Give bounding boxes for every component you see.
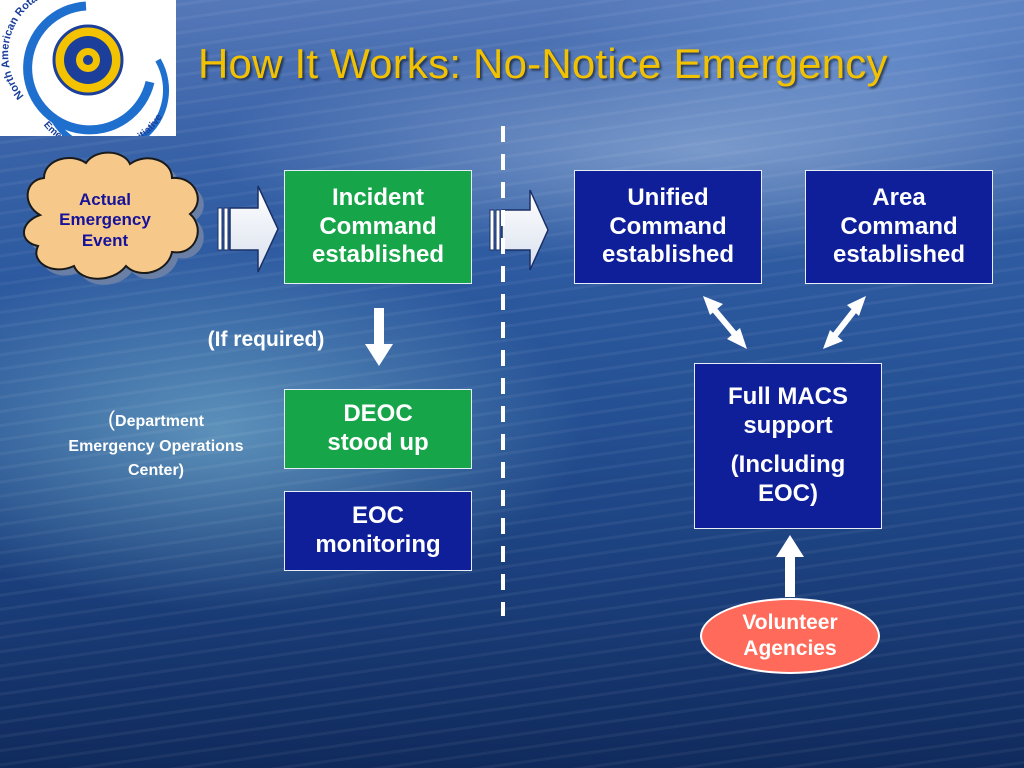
unified-line-3: established [601, 241, 735, 269]
incident-line-1: Incident [331, 183, 424, 211]
deoc-box: DEOC stood up [284, 389, 472, 469]
deoc-note: (Department Emergency Operations Center) [38, 405, 274, 482]
if-required-label: (If required) [207, 328, 325, 351]
deoc-line-1: DEOC [343, 400, 413, 428]
unified-line-1: Unified [627, 183, 709, 211]
eoc-line-1: EOC [351, 502, 404, 530]
eoc-monitoring-box: EOC monitoring [284, 491, 472, 571]
macs-line-4: EOC) [758, 479, 818, 507]
eoc-line-2: monitoring [315, 531, 441, 558]
deoc-note-line-1: Department [115, 413, 204, 430]
event-line-1: Actual [79, 190, 131, 209]
deoc-note-paren: ( [108, 408, 116, 431]
incident-line-3: established [311, 241, 445, 269]
incident-line-2: Command [319, 212, 437, 240]
macs-line-1: Full MACS [728, 383, 848, 411]
incident-command-box: Incident Command established [284, 170, 472, 284]
double-arrow-unified [703, 296, 747, 349]
unified-line-2: Command [609, 212, 727, 240]
slide-title: How It Works: No-Notice Emergency [198, 40, 888, 87]
area-line-3: established [832, 241, 966, 269]
volunteer-line-1: Volunteer [742, 610, 838, 634]
deoc-note-line-2: Emergency Operations [68, 438, 244, 456]
phase-divider [501, 126, 505, 616]
macs-line-3: (Including [730, 451, 846, 478]
deoc-note-line-3: Center) [127, 461, 184, 479]
event-line-2: Emergency [59, 210, 151, 230]
deoc-line-2: stood up [327, 429, 429, 456]
unified-command-box: Unified Command established [574, 170, 762, 284]
emergency-event-cloud [23, 151, 199, 280]
area-command-box: Area Command established [805, 170, 993, 284]
area-line-1: Area [872, 183, 926, 211]
volunteer-line-2: Agencies [743, 637, 837, 660]
macs-line-2: support [743, 412, 833, 440]
event-line-3: Event [81, 230, 129, 250]
up-arrow-volunteer [776, 535, 804, 597]
double-arrow-area [823, 296, 866, 349]
volunteer-agencies-oval: Volunteer Agencies [700, 598, 880, 674]
flow-arrow-1 [217, 185, 279, 273]
emergency-event-label: Actual Emergency Event [40, 190, 170, 251]
down-arrow-if-required [365, 308, 393, 366]
area-line-2: Command [840, 212, 958, 240]
full-macs-box: Full MACS support (Including EOC) [694, 363, 882, 529]
flow-arrow-2 [489, 189, 549, 271]
